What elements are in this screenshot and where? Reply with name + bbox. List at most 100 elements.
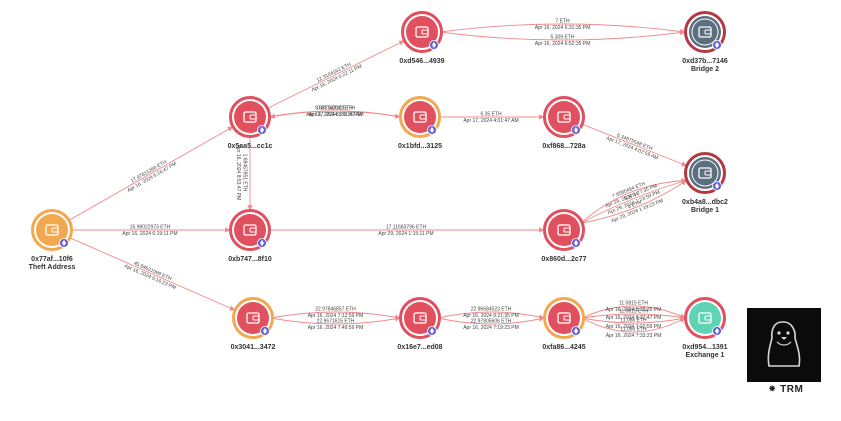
edge-amount: 5.309 ETH [551, 35, 575, 41]
edge-amount: 22.97846857 ETH [315, 307, 356, 313]
wallet-icon [413, 111, 427, 123]
edge-line[interactable] [580, 123, 687, 167]
node-nf868[interactable]: 0xf868...728a [542, 96, 586, 151]
edge-line[interactable] [580, 178, 687, 224]
node-address: 0x16e7...ed08 [397, 344, 442, 351]
node-nb747[interactable]: 0xb747...8f10 [228, 209, 272, 264]
node-address: 0xb747...8f10 [228, 256, 272, 263]
eth-icon [429, 40, 439, 50]
trm-brand-text: ⁕ TRM [768, 384, 803, 395]
eth-icon [59, 238, 69, 248]
edge-line[interactable] [437, 311, 545, 320]
edge-date: Apr 16, 2024 8:32:47 PM [606, 315, 662, 321]
edge-line[interactable] [270, 316, 401, 325]
edge[interactable]: 11.086 ETH Apr 16, 2024 7:33:23 PM [581, 317, 686, 340]
edge-line[interactable] [581, 317, 686, 333]
edge-line[interactable] [581, 316, 686, 324]
eth-icon [571, 125, 581, 135]
eth-icon [257, 125, 267, 135]
edge-date: Apr 16, 2024 8:22:35 PM [606, 307, 662, 313]
node-address: 0xf868...728a [542, 143, 585, 150]
edge-date: Apr 16, 2024 6:20:35 PM [306, 112, 362, 118]
node-inner-ring [691, 159, 719, 187]
edge-line[interactable] [68, 236, 236, 311]
edge-amount: 15.98022973 ETH [130, 225, 171, 231]
wallet-icon [243, 224, 257, 236]
edge-line[interactable] [270, 311, 401, 320]
edge-amount: 11.086 ETH [620, 318, 647, 324]
edge-line[interactable] [580, 179, 687, 224]
edge-amount: 5.98214322 ETH [315, 106, 353, 112]
wallet-icon [557, 312, 571, 324]
edge-amount: 5 ETH [624, 191, 640, 202]
edge-amount: 7 ETH [555, 19, 570, 25]
node-address: 0x1bfd...3125 [398, 143, 442, 150]
node-address: 0xd37b...7146 [682, 58, 728, 65]
node-n5aa[interactable]: 0x5aa5...cc1c [228, 96, 273, 151]
node-n16e7[interactable]: 0x16e7...ed08 [397, 297, 443, 352]
edge-line[interactable] [265, 40, 405, 110]
edge-date: Apr 16, 2024 7:33:23 PM [606, 333, 662, 339]
edge-line[interactable] [437, 316, 545, 325]
edge-line[interactable] [580, 180, 687, 224]
node-address: 0x77af...10f6 [31, 256, 73, 263]
node-address: 0x3041...3472 [231, 344, 276, 351]
edge-line[interactable] [581, 305, 686, 319]
node-address: 0x5aa5...cc1c [228, 143, 273, 150]
node-n860d[interactable]: 0x860d...2c77 [541, 209, 587, 264]
node-n1bfd[interactable]: 0x1bfd...3125 [398, 96, 442, 151]
node-nfa86[interactable]: 0xfa86...4245 [542, 297, 586, 352]
node-entity-name: Bridge 1 [691, 207, 719, 214]
edge-line[interactable] [439, 29, 686, 41]
node-entity-name: Theft Address [29, 264, 76, 271]
edge-line[interactable] [581, 313, 686, 320]
edge-amount: 11.0815 ETH [619, 309, 648, 315]
node-address: 0xfa86...4245 [542, 344, 585, 351]
edge-amount: 1.68467851 ETH [242, 154, 248, 192]
wallet-icon [557, 111, 571, 123]
edge-date: Apr 16, 2024 6:52:35 PM [535, 41, 591, 47]
edge-line[interactable] [439, 23, 686, 35]
eth-icon [257, 238, 267, 248]
node-n3041[interactable]: 0x3041...3472 [231, 297, 276, 352]
edge-line[interactable] [269, 110, 403, 119]
wallet-icon [557, 224, 571, 236]
edge-amount: 4 ETH [627, 200, 643, 211]
wallet-icon [698, 167, 712, 179]
edge-line[interactable] [67, 126, 234, 222]
node-nd546[interactable]: 0xd546...4939 [399, 11, 445, 66]
